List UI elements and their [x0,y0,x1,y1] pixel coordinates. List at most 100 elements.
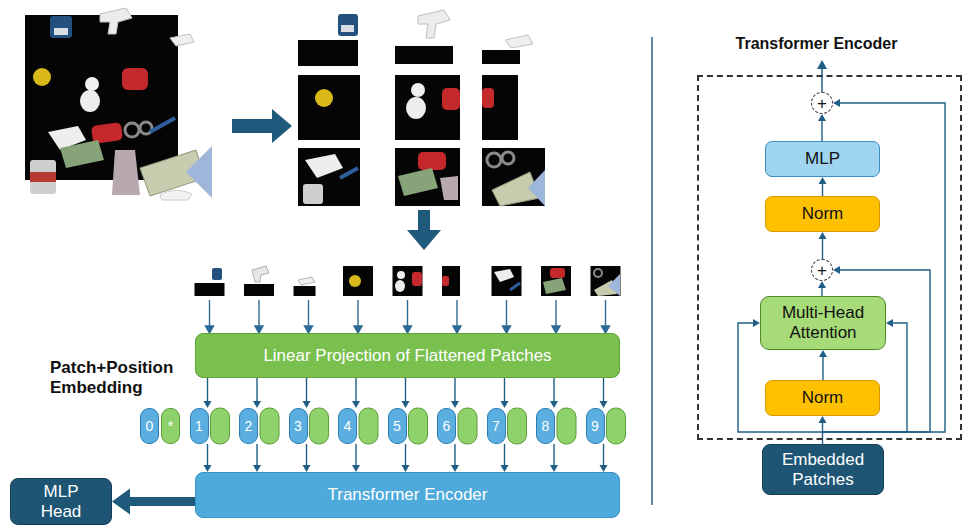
patch-arrow [305,326,313,333]
connector-line [822,183,823,196]
input-box: Embedded Patches [762,444,884,495]
node-label: Norm [802,388,844,408]
embedding-pill [359,408,378,444]
block-title: Transformer Encoder [686,35,947,53]
block-arrow [232,109,292,143]
position-token: 4 [338,408,357,444]
connector-line [405,444,406,466]
mlp-box: MLP [765,141,880,177]
arrow-head [204,401,212,408]
patch-strip [294,286,316,296]
scene-image [125,123,139,137]
patch-arrow [206,300,610,333]
connector [204,378,212,408]
arrow-head [833,266,840,274]
node-label: Transformer Encoder [328,485,488,505]
patch-grid [395,148,460,206]
patch-arrow [255,326,263,333]
patch-arrow [308,300,309,327]
position-token: 2 [239,408,258,444]
connector [303,444,311,472]
patch-arrow [506,300,507,327]
patch-grid [528,170,545,206]
connector [550,378,558,408]
scene-image [54,28,68,35]
connector-line [306,444,307,466]
position-token: 3 [289,408,308,444]
patch-strip [608,274,620,296]
patch-grid [298,10,545,206]
connector-line [504,444,505,466]
patch-strip [349,275,361,287]
attention-box: Multi-Head Attention [760,296,886,350]
mlp-head-box: MLP Head [10,478,112,525]
patch-arrow [453,326,461,333]
arrow-head [204,465,212,472]
arrow-head [833,99,840,107]
scene-image [30,160,56,194]
patch-grid [398,168,438,196]
connector [819,232,827,259]
scene-image [60,140,104,168]
connector-line [454,378,455,402]
patch-grid [406,97,426,119]
position-token: 6 [437,408,456,444]
patch-grid [482,88,494,108]
patch-grid [440,176,458,200]
arrow-head [112,489,130,515]
scene-image [170,34,194,46]
arrow-head [451,465,459,472]
node-label: MLP Head [31,482,91,521]
connector-line [306,378,307,402]
connector [451,378,459,408]
connector-line [553,378,554,402]
scene-image [186,146,212,198]
connector [501,444,509,472]
output-arrow [821,68,823,92]
connector [112,489,195,515]
patch-grid [505,35,533,48]
patch-strip [395,280,405,292]
connector [402,444,410,472]
connector [600,444,608,472]
arrow-head [253,401,261,408]
arrow-head [501,465,509,472]
connector-line [207,444,208,466]
connector [550,444,558,472]
scene-image [25,8,212,200]
connector [253,444,261,472]
patch-strip [195,283,225,296]
arrow-head [451,401,459,408]
arrow-head [352,465,360,472]
arrow-head [303,465,311,472]
position-token: 8 [536,408,555,444]
connector-line [256,444,257,466]
connector-line [405,378,406,402]
connector-line [822,356,823,380]
arrow-head [819,232,827,239]
arrow-head [253,465,261,472]
embedding-pill [310,408,329,444]
connector [819,350,827,380]
arrow-head [600,465,608,472]
patch-arrow [357,300,358,327]
embedding-pill [508,408,527,444]
node-label: + [817,262,827,279]
connector-line [207,378,208,402]
patch-strip [195,266,621,296]
patch-strip [442,266,460,296]
patch-grid [442,88,460,110]
node-label: MLP [805,149,840,169]
scene-image [160,190,192,200]
patch-strip [412,272,422,286]
arrow-head [818,114,826,121]
scene-image [80,90,100,112]
connector-line [504,378,505,402]
node-label: Norm [802,204,844,224]
embedding-pill [211,408,626,444]
node-label: 8 [542,418,550,434]
patch-strip [492,266,522,296]
connector-line [129,497,195,506]
connector-line [256,378,257,402]
node-label: 6 [443,418,451,434]
